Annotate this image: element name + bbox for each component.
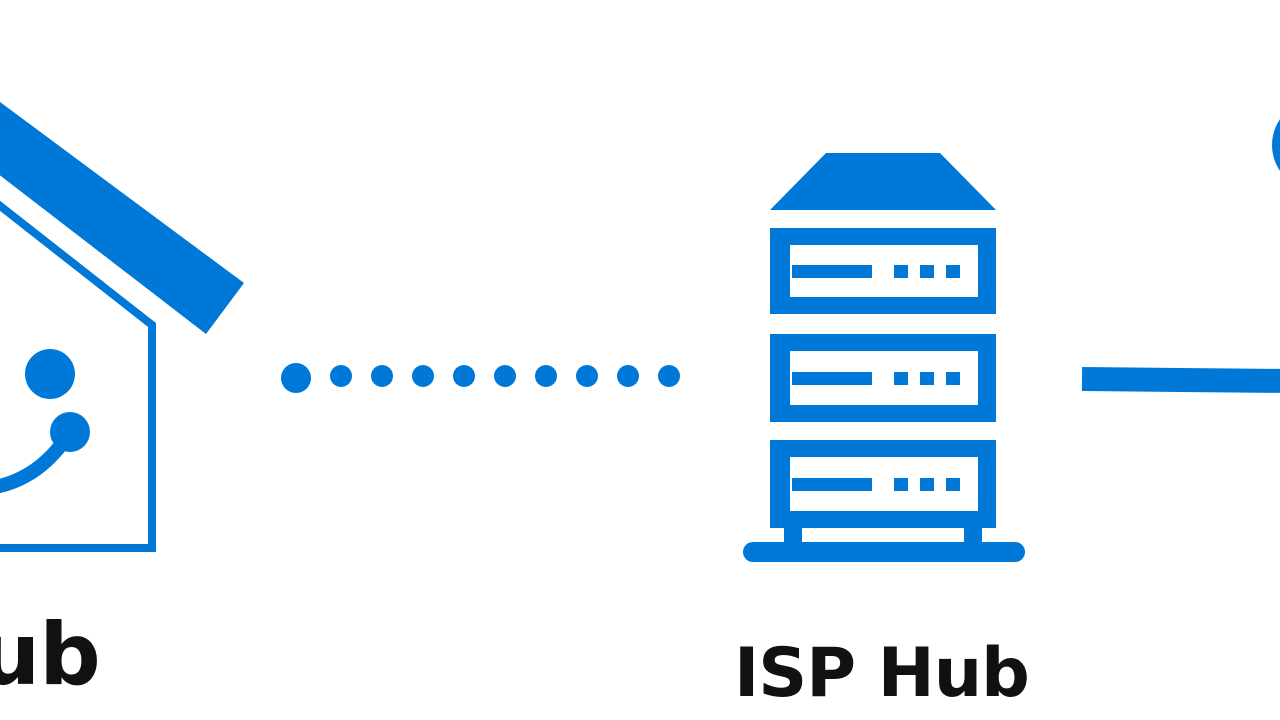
connector-dot [412,365,434,387]
remote-node-circle [1272,119,1280,171]
house-outline [0,200,156,552]
link-arc [0,425,77,494]
connector-line [1081,367,1280,393]
rack-base [743,542,1025,562]
solid-connector [1081,367,1280,393]
house-roof [0,102,244,334]
isp-hub-label: ISP Hub [734,634,1030,713]
connector-dot [371,365,393,387]
connector-dot [281,363,311,393]
link-node-top [25,349,75,399]
rack-leg-left [784,528,802,544]
server-rack-icon [743,153,1025,562]
connector-dot [576,365,598,387]
connector-dot [330,365,352,387]
circle-node-icon [1272,119,1280,171]
connector-dot [658,365,680,387]
connector-dot [535,365,557,387]
home-hub-label: Hub [0,605,101,705]
connector-dot [453,365,475,387]
connector-dot [617,365,639,387]
dotted-connector [281,363,680,393]
rack-top-cap [770,153,996,210]
rack-leg-right [964,528,982,544]
house-icon [0,102,244,552]
connector-dot [494,365,516,387]
